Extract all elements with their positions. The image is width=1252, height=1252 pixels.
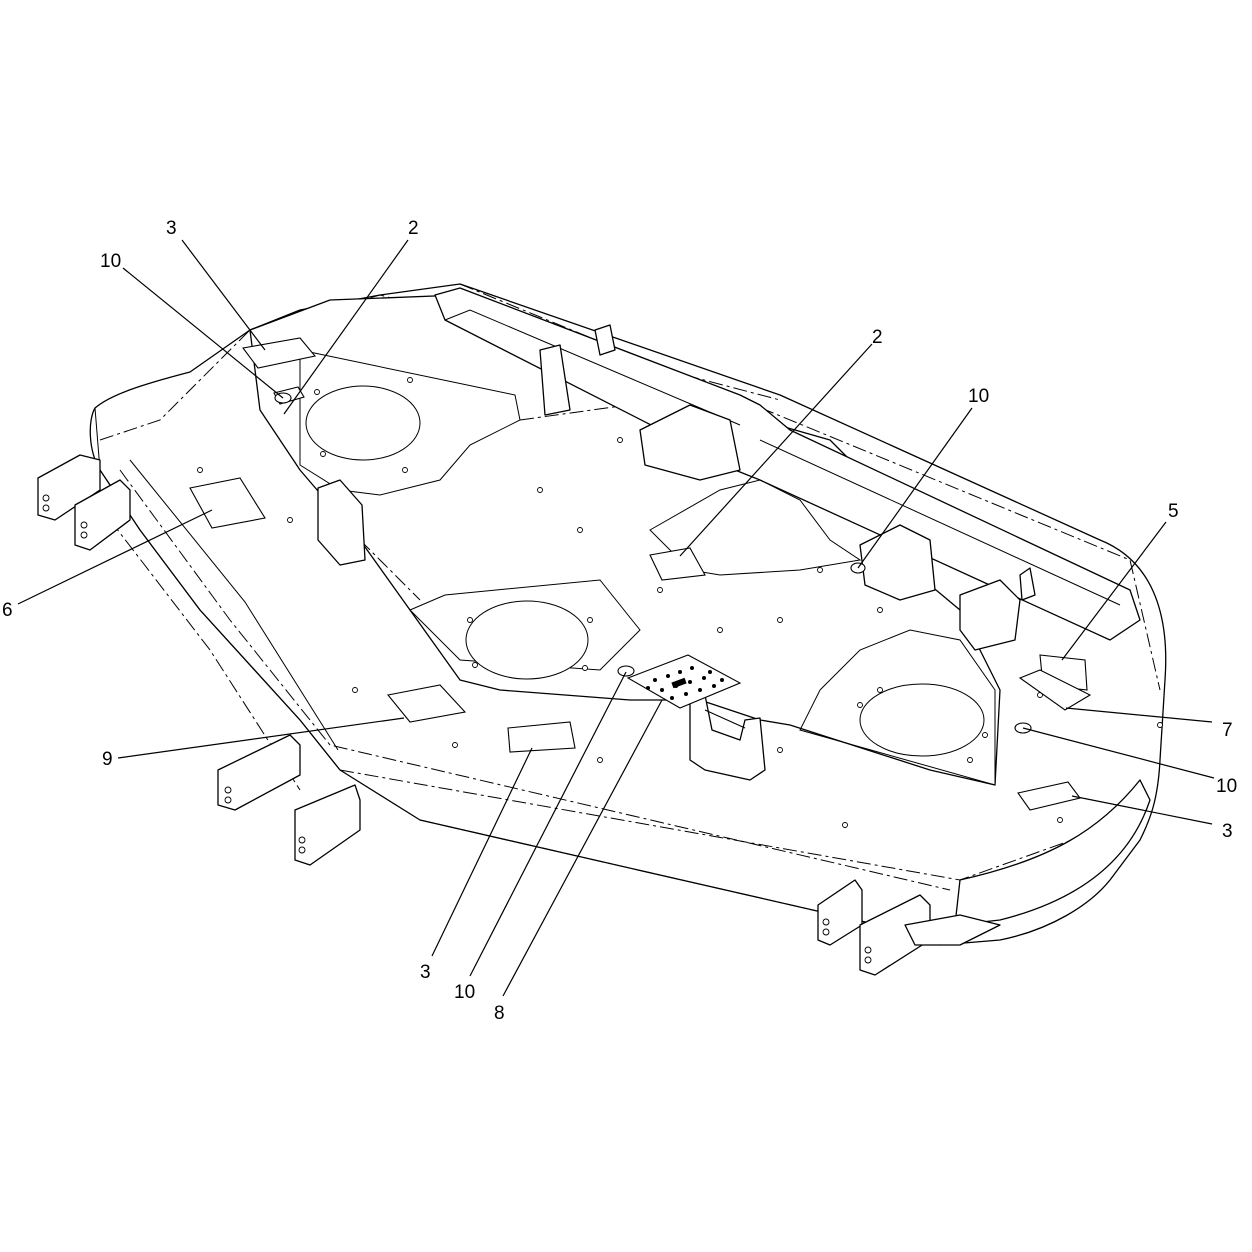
decal-9: [386, 684, 467, 723]
leader-2a: [283, 239, 409, 415]
callout-2-top-left: 2: [408, 218, 419, 239]
leader-9: [117, 717, 405, 759]
decal-7: [1018, 669, 1092, 711]
spindle-hole-center: [465, 600, 589, 680]
leader-3b: [1071, 795, 1213, 825]
leader-10c: [1022, 727, 1215, 779]
center-hitch-bracket: [317, 479, 766, 781]
decal-10-center: [617, 665, 635, 677]
callout-10-right: 10: [1216, 776, 1237, 797]
callout-5: 5: [1168, 501, 1179, 522]
leader-lines: [17, 239, 1215, 997]
callout-3-bottom: 3: [420, 962, 431, 983]
leader-10d: [469, 671, 627, 977]
leader-5: [1061, 521, 1167, 661]
rear-frame-tube: [434, 287, 1141, 651]
decal-6: [189, 477, 266, 529]
spindle-hole-right: [859, 683, 985, 757]
callout-labels: 3 10 2 2 10 5 6 7 9 10 3 3 10 8: [2, 218, 1237, 1024]
callout-2-top-center: 2: [872, 327, 883, 348]
spindle-openings: [305, 385, 985, 757]
mounting-holes: [197, 377, 1163, 828]
leader-3a: [181, 239, 266, 351]
decal-3-center: [507, 721, 576, 753]
callout-9: 9: [102, 749, 113, 770]
callout-6: 6: [2, 600, 13, 621]
callout-7: 7: [1222, 720, 1233, 741]
discharge-edge: [904, 779, 1151, 946]
callout-10-bottom: 10: [454, 982, 475, 1003]
height-adjust-brackets: [37, 454, 931, 976]
callout-8: 8: [494, 1003, 505, 1024]
decal-2-center: [649, 547, 706, 581]
callout-3-top-left: 3: [166, 218, 177, 239]
leader-10a: [122, 267, 284, 399]
leader-3c: [431, 747, 533, 957]
leader-8: [502, 699, 663, 997]
leader-10b: [857, 407, 973, 569]
decal-8-artwork: [646, 666, 724, 700]
callout-3-right: 3: [1222, 821, 1233, 842]
callout-10-top-left: 10: [100, 251, 121, 272]
leader-2b: [679, 343, 873, 557]
leader-7: [1065, 707, 1213, 723]
callout-10-top-right: 10: [968, 386, 989, 407]
leader-6: [17, 509, 213, 605]
spindle-hole-left: [305, 385, 421, 461]
